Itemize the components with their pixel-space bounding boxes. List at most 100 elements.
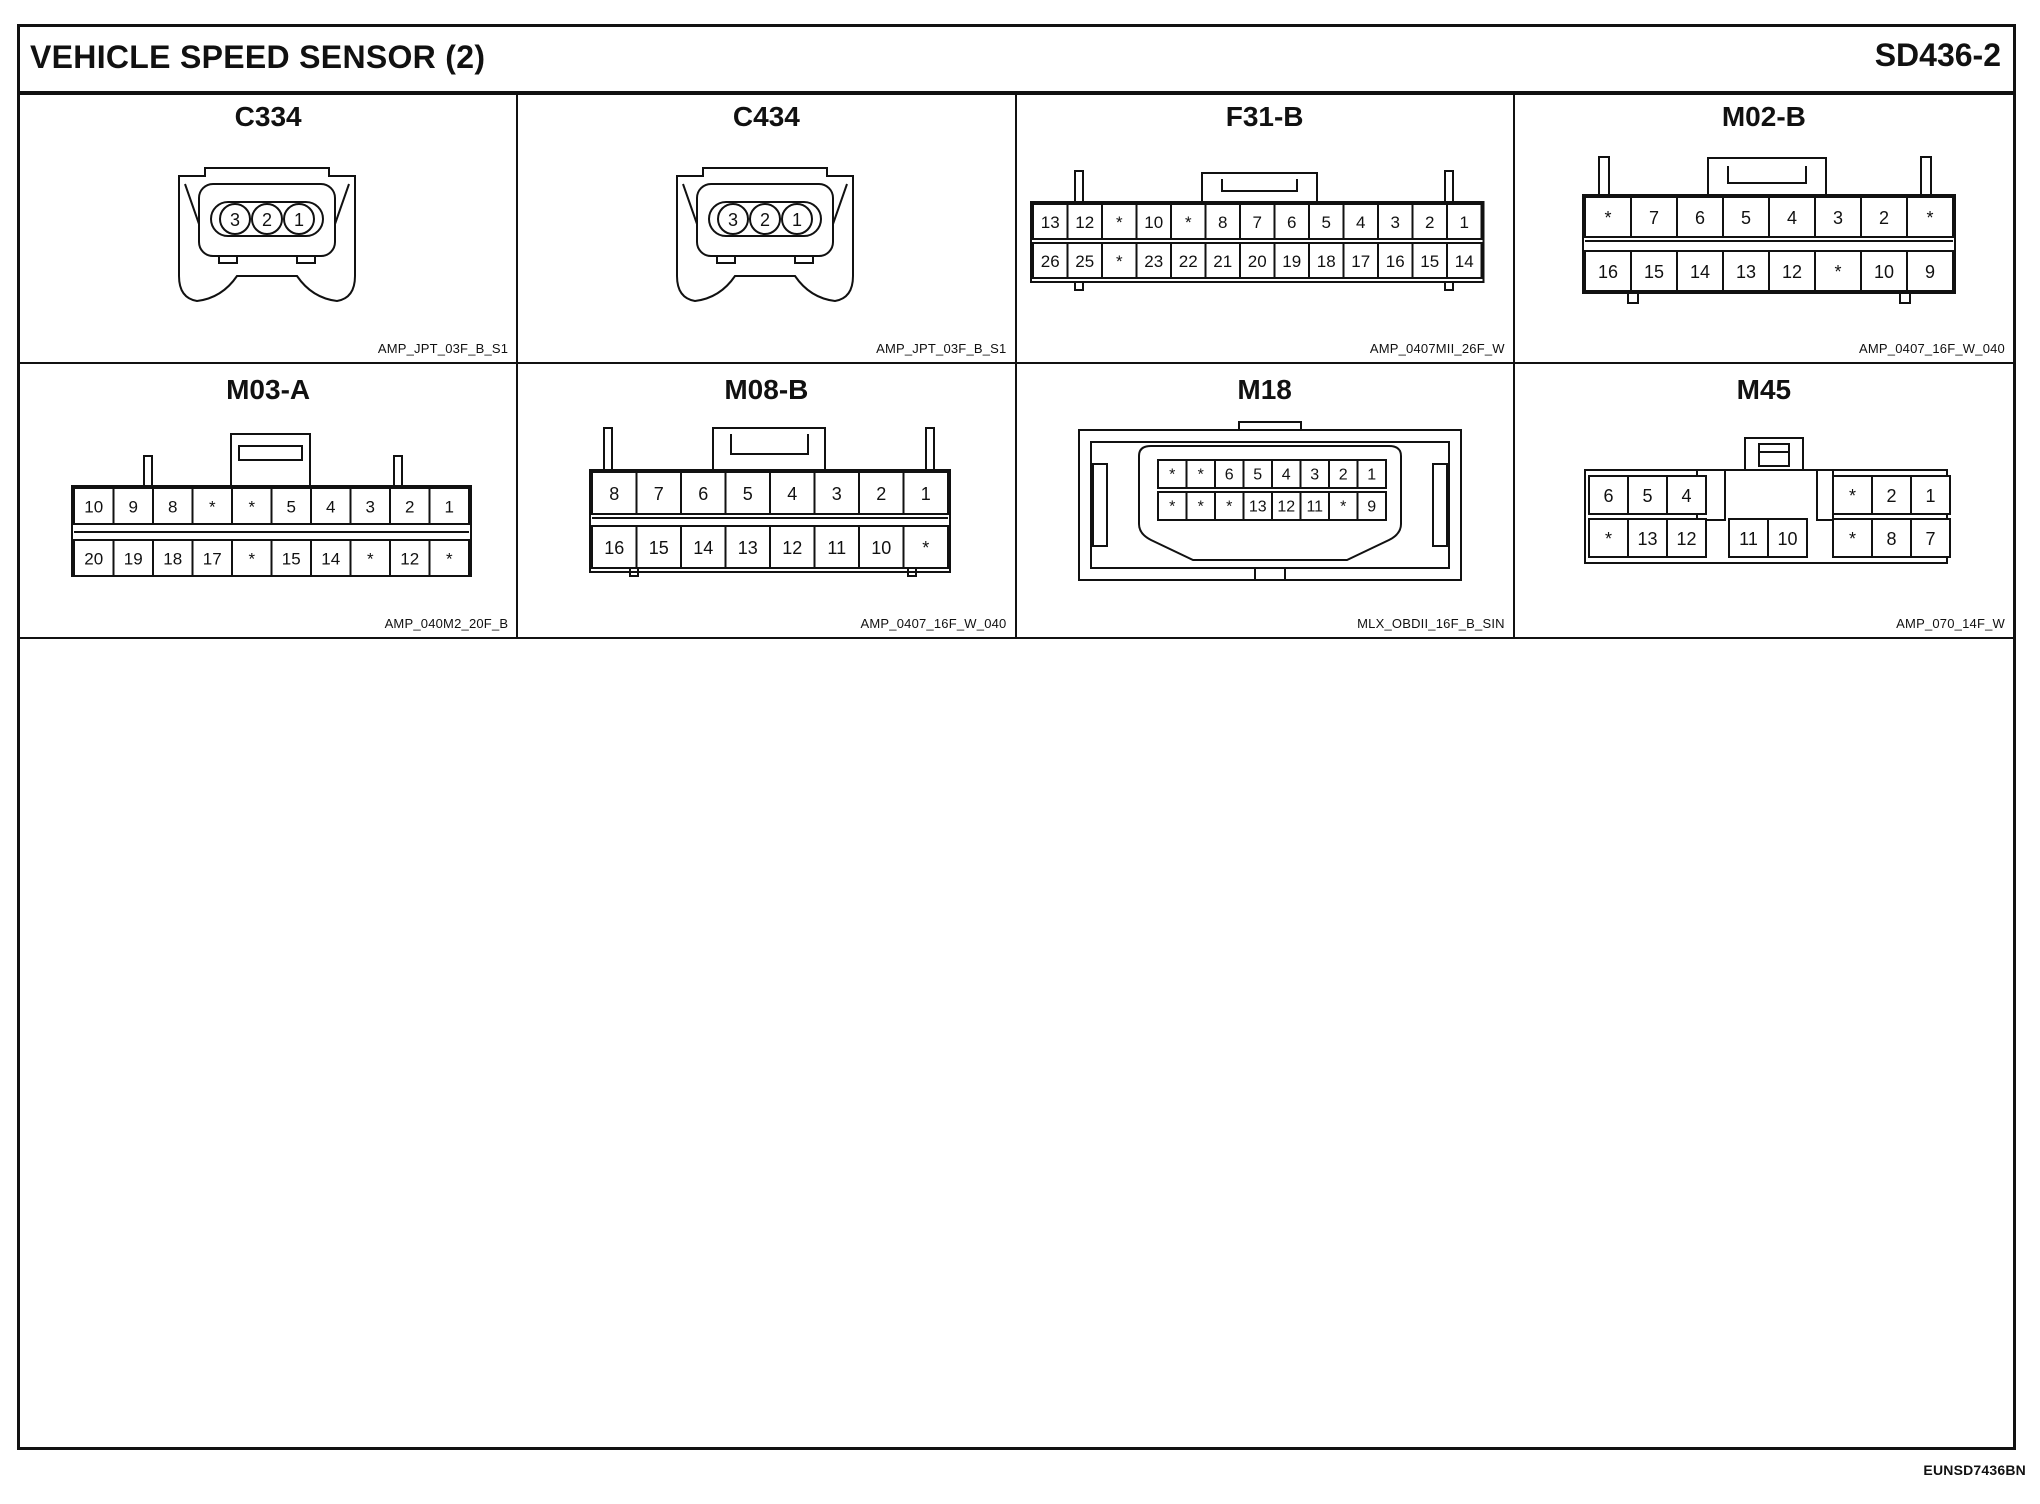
pin-label: * (1340, 499, 1346, 516)
connector-outline (1706, 157, 1827, 198)
pin-label: * (248, 498, 255, 517)
connector-part-number: AMP_JPT_03F_B_S1 (377, 341, 509, 356)
pin-label: * (1226, 499, 1232, 516)
pin-label: 7 (654, 484, 664, 504)
connector-part-number: AMP_070_14F_W (1896, 616, 2005, 631)
pin-cell (1185, 459, 1216, 489)
pin-label: 13 (1040, 213, 1059, 232)
connector-name: C434 (732, 101, 800, 132)
pin-label: 1 (1367, 467, 1376, 484)
pin-label: 1 (294, 210, 304, 230)
pin-cell (1169, 242, 1206, 279)
pin-label: 15 (649, 538, 669, 558)
header-bar: VEHICLE SPEED SENSOR (2) SD436-2 (20, 27, 2013, 95)
pin-label: 13 (738, 538, 758, 558)
pin-label: 8 (1886, 529, 1896, 549)
pin-circle (749, 203, 782, 235)
pin-cell (1376, 203, 1413, 240)
pin-cell (1629, 250, 1678, 292)
pin-label: 15 (1420, 252, 1439, 271)
connector-outline (1443, 170, 1454, 205)
pin-cell (428, 487, 470, 525)
pin-label: 4 (787, 484, 797, 504)
pin-label: 3 (832, 484, 842, 504)
pin-cell (1066, 242, 1103, 279)
pin-label: * (922, 538, 929, 558)
pin-label: 12 (1782, 262, 1802, 282)
pin-cell (1327, 491, 1358, 521)
pin-cell (270, 539, 312, 577)
pin-label: 14 (1454, 252, 1473, 271)
pin-cell (1445, 203, 1482, 240)
pin-cell (1270, 491, 1301, 521)
pin-cell (1445, 242, 1482, 279)
pin-label: 16 (604, 538, 624, 558)
pin-label: 18 (1316, 252, 1335, 271)
pin-label: 23 (1144, 252, 1163, 271)
pin-cell (1238, 242, 1275, 279)
pin-label: 22 (1178, 252, 1197, 271)
pin-cell (1766, 518, 1808, 558)
connector-outline (1443, 281, 1454, 291)
pin-cell (1721, 196, 1770, 238)
connector-name: M03-A (226, 374, 311, 405)
pin-cell (1273, 242, 1310, 279)
pin-label: 1 (921, 484, 931, 504)
pin-label: 15 (1644, 262, 1664, 282)
pin-cell (1626, 475, 1668, 515)
connector-outline (1029, 201, 1484, 283)
pin-label: 20 (1247, 252, 1266, 271)
pin-cell (389, 539, 431, 577)
pin-circle (717, 203, 750, 235)
pin-cell (1626, 518, 1668, 558)
pin-label: 17 (1351, 252, 1370, 271)
pin-label: * (1115, 213, 1122, 232)
pin-label: 2 (1338, 467, 1347, 484)
pin-label: 12 (1277, 499, 1295, 516)
pin-label: 2 (262, 210, 272, 230)
pin-label: 18 (163, 550, 182, 569)
pin-label: * (1849, 486, 1856, 506)
pin-cell (1583, 250, 1632, 292)
pin-cell (1909, 518, 1951, 558)
pin-cell (1675, 196, 1724, 238)
connector-outline (1073, 170, 1084, 205)
pin-label: * (1169, 499, 1175, 516)
pin-label: 5 (287, 498, 296, 517)
pin-label: 19 (124, 550, 143, 569)
pin-label: 16 (1385, 252, 1404, 271)
connector-name: C334 (234, 101, 302, 132)
pin-label: 4 (326, 498, 335, 517)
pin-cell (724, 471, 772, 515)
pin-label: 2 (1879, 208, 1889, 228)
pin-cell (1356, 459, 1387, 489)
pin-cell (813, 525, 861, 569)
connector-outline (794, 255, 815, 264)
pin-label: 11 (1739, 529, 1758, 549)
connector-outline (393, 455, 403, 489)
connector-outline (1757, 443, 1790, 467)
pin-label: 21 (1213, 252, 1232, 271)
pin-label: 20 (84, 550, 103, 569)
connector-outline (696, 183, 835, 257)
pin-label: 26 (1040, 252, 1059, 271)
pin-label: 2 (405, 498, 414, 517)
connector-outline (1626, 292, 1639, 304)
pin-cell (310, 487, 352, 525)
pin-cell (813, 471, 861, 515)
pin-label: * (446, 550, 453, 569)
pin-label: * (1197, 499, 1203, 516)
pin-cell (1156, 491, 1187, 521)
pin-label: 5 (1321, 213, 1330, 232)
pin-label: 3 (1390, 213, 1399, 232)
pin-label: 13 (1637, 529, 1657, 549)
pin-cell (1831, 475, 1873, 515)
pin-cell (428, 539, 470, 577)
pin-label: 7 (1649, 208, 1659, 228)
pin-cell (902, 471, 950, 515)
page-title: VEHICLE SPEED SENSOR (2) (30, 39, 486, 75)
pin-label: 2 (1425, 213, 1434, 232)
